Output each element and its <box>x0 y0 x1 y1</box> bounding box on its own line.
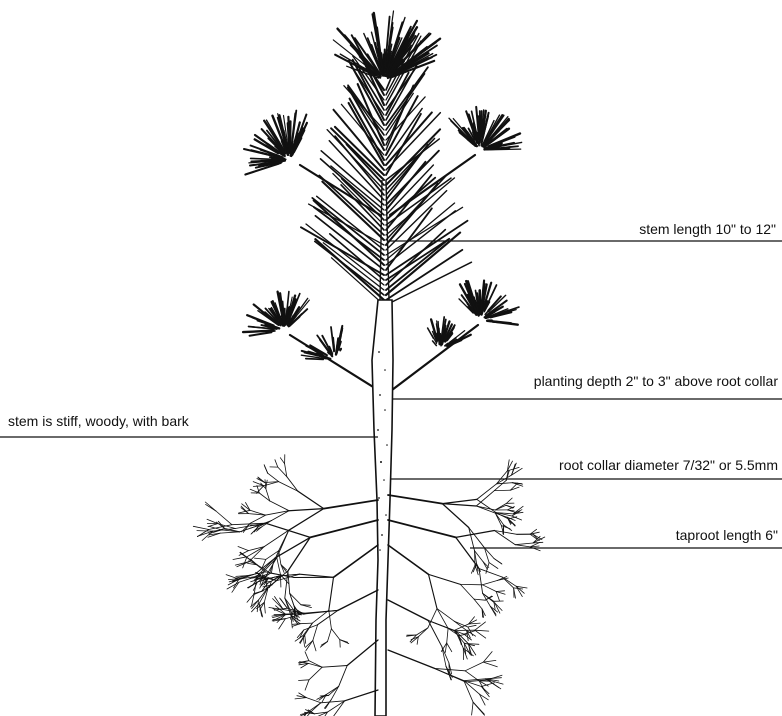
taproot-label: taproot length 6" <box>676 527 778 543</box>
stem-stiff-label: stem is stiff, woody, with bark <box>8 413 189 429</box>
root-collar-label: root collar diameter 7/32" or 5.5mm <box>559 457 778 473</box>
planting-depth-label: planting depth 2" to 3" above root colla… <box>534 373 778 389</box>
stem-length-label: stem length 10" to 12" <box>639 221 776 237</box>
stem <box>372 180 393 716</box>
roots <box>193 455 545 716</box>
